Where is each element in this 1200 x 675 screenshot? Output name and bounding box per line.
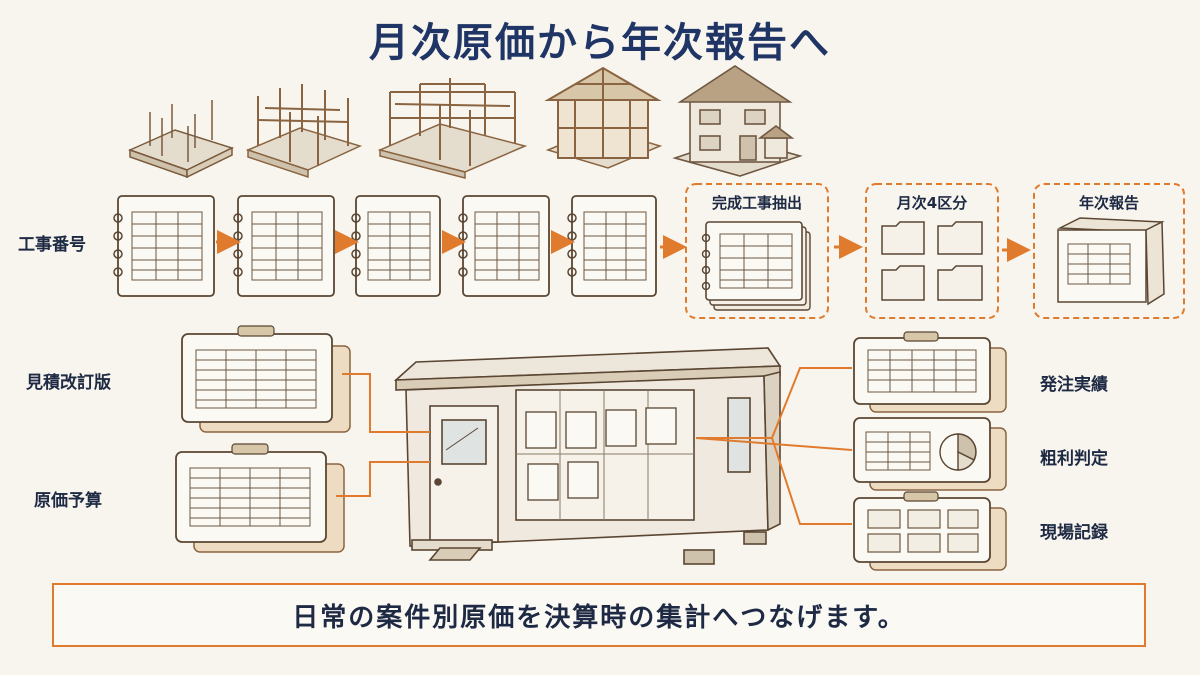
ledger-card-3 xyxy=(351,195,441,297)
label-profit-judgment: 粗利判定 xyxy=(1040,449,1108,469)
estimate-clipboard xyxy=(181,325,351,433)
connector-records xyxy=(696,437,852,525)
pie-chart-icon xyxy=(939,433,977,471)
stage-frame-icon xyxy=(245,84,363,179)
label-site-records: 現場記録 xyxy=(1040,523,1108,543)
step-label-annual: 年次報告 xyxy=(1078,194,1139,212)
ledger-card-5 xyxy=(567,195,657,297)
extracted-ledger-stack xyxy=(701,221,811,311)
records-clipboard xyxy=(853,491,1007,571)
stage-structure-icon xyxy=(377,78,528,179)
folder-icon-2 xyxy=(937,221,983,255)
annual-step-box xyxy=(1033,183,1185,319)
left-connectors xyxy=(336,373,430,497)
right-connectors xyxy=(695,367,853,525)
stage-foundation-icon xyxy=(127,100,235,179)
ledger-arrows xyxy=(216,230,1031,262)
folder-icon-1 xyxy=(881,221,925,255)
label-estimate-revision: 見積改訂版 xyxy=(26,373,111,393)
monthly-folders xyxy=(881,221,983,301)
folder-icon-3 xyxy=(881,265,925,301)
footer-message: 日常の案件別原価を決算時の集計へつなげます。 xyxy=(52,583,1146,647)
annual-report-icon xyxy=(1057,217,1165,306)
ledger-card-4 xyxy=(458,195,550,297)
budget-clipboard xyxy=(175,443,345,553)
step-label-extract: 完成工事抽出 xyxy=(711,194,802,212)
step-label-monthly: 月次4区分 xyxy=(896,194,968,212)
ledger-row xyxy=(113,195,657,297)
page-title: 月次原価から年次報告へ xyxy=(369,20,831,66)
extract-step-box xyxy=(685,183,829,319)
connector-estimate xyxy=(342,373,430,433)
stage-house-icon xyxy=(672,65,803,177)
row-label-project-number: 工事番号 xyxy=(18,235,86,255)
connector-budget xyxy=(336,461,430,497)
ledger-card-1 xyxy=(113,195,215,297)
label-cost-budget: 原価予算 xyxy=(34,491,102,511)
label-order-results: 発注実績 xyxy=(1040,375,1108,395)
folder-icon-4 xyxy=(937,265,983,301)
profit-clipboard xyxy=(853,417,1007,491)
ledger-card-2 xyxy=(233,195,335,297)
orders-clipboard xyxy=(853,331,1007,413)
stage-roof-frame-icon xyxy=(544,66,663,169)
site-office-icon xyxy=(393,347,782,565)
monthly-step-box xyxy=(865,183,999,319)
